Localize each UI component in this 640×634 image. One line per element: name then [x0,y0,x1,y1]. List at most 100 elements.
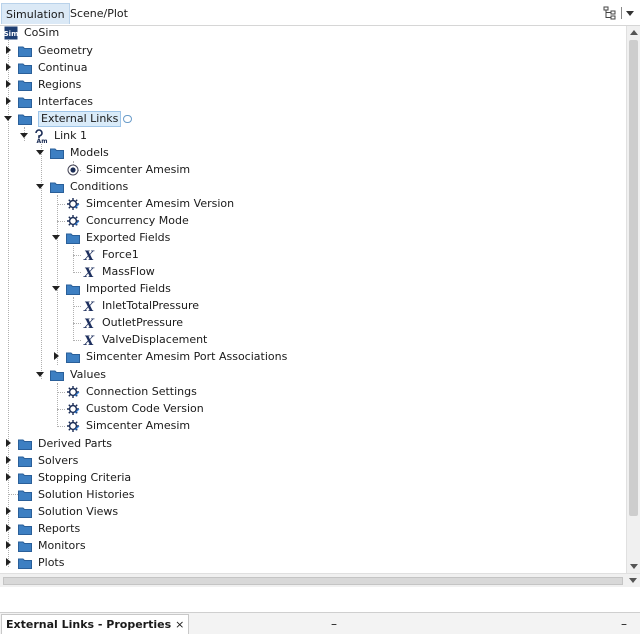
model-radio-icon [65,161,81,178]
collapse-toggle[interactable] [52,280,61,297]
expand-toggle[interactable] [4,469,13,486]
expand-toggle[interactable] [4,59,13,76]
scroll-up-arrow-icon[interactable] [630,30,638,35]
tree-guide-line [8,494,22,495]
tree-node-values[interactable]: Values [36,366,106,383]
tree-node-link-1[interactable]: Am Link 1 [20,127,87,144]
tree-node-label: Link 1 [54,129,88,142]
folder-icon [17,42,33,59]
tree-node-derived-parts[interactable]: Derived Parts [4,435,112,452]
tree-node-interfaces[interactable]: Interfaces [4,93,93,110]
tree-node-solution-views[interactable]: Solution Views [4,503,118,520]
chevron-down-icon[interactable] [626,10,634,16]
svg-text:Sim: Sim [4,30,18,38]
expand-toggle[interactable] [4,452,13,469]
close-icon[interactable]: × [175,618,185,631]
folder-icon [17,435,33,452]
tree-node-monitors[interactable]: Monitors [4,537,86,554]
folder-icon [17,503,33,520]
tree-node-conditions[interactable]: Conditions [36,178,128,195]
tree-node-label: Models [70,146,109,159]
svg-text:X: X [83,266,95,279]
tree-node-custom-code-version[interactable]: Custom Code Version [65,400,204,417]
scroll-down-arrow-icon[interactable] [629,578,637,583]
expand-toggle[interactable] [4,93,13,110]
tree-node-cosim[interactable]: Sim CoSim [3,26,59,41]
tree-node-plots[interactable]: Plots [4,554,64,571]
tab-simulation[interactable]: Simulation [1,3,70,24]
field-variable-icon: X [81,263,97,280]
scroll-down-arrow-icon[interactable] [630,564,638,569]
tree-node-concurrency-mode[interactable]: Concurrency Mode [65,212,189,229]
tree-node-amesim-version[interactable]: Simcenter Amesim Version [65,195,234,212]
tree-node-models[interactable]: Models [36,144,109,161]
tree-node-model-simcenter-amesim[interactable]: Simcenter Amesim [65,161,190,178]
tree-node-solvers[interactable]: Solvers [4,452,78,469]
tree-node-solution-histories[interactable]: Solution Histories [17,486,135,503]
tree-node-label: Solution Views [38,505,119,518]
tree-node-value-simcenter-amesim[interactable]: Simcenter Amesim [65,417,190,434]
expand-toggle[interactable] [52,348,61,365]
tree-node-exported-fields[interactable]: Exported Fields [52,229,170,246]
tree-node-regions[interactable]: Regions [4,76,81,93]
collapse-toggle[interactable] [4,110,13,127]
expand-toggle[interactable] [4,42,13,59]
horizontal-scrollbar[interactable] [0,573,640,587]
tree-guide-line [73,297,74,341]
tree-node-label: Simcenter Amesim Version [86,197,235,210]
tree-node-label: Simcenter Amesim [86,419,191,432]
value-gear-icon [65,400,81,417]
tree-guide-line [57,204,65,205]
tree-node-external-links[interactable]: External Links [4,110,133,127]
tab-scene-plot[interactable]: Scene/Plot [70,7,128,20]
tree-node-imported-fields[interactable]: Imported Fields [52,280,171,297]
expand-toggle[interactable] [4,554,13,571]
tree-node-reports[interactable]: Reports [4,520,80,537]
toolbar-separator [621,7,622,19]
svg-text:X: X [83,334,95,347]
simulation-tree: Sim CoSim Geometry Continua Regions Inte… [0,26,626,573]
horizontal-scroll-thumb[interactable] [3,577,623,585]
collapse-toggle[interactable] [52,229,61,246]
tree-node-label: Solvers [38,454,79,467]
tree-node-outlet-pressure[interactable]: X OutletPressure [81,314,183,331]
tree-guide-line [57,383,58,427]
tree-node-geometry[interactable]: Geometry [4,42,93,59]
tree-node-stopping-criteria[interactable]: Stopping Criteria [4,469,131,486]
vertical-scrollbar[interactable] [626,26,640,573]
collapse-toggle[interactable] [36,178,45,195]
collapse-toggle[interactable] [36,366,45,383]
field-variable-icon: X [81,314,97,331]
tree-node-label: ValveDisplacement [102,333,208,346]
folder-icon [17,93,33,110]
tree-node-valve-displacement[interactable]: X ValveDisplacement [81,331,207,348]
collapse-toggle[interactable] [20,127,29,144]
minimize-icon[interactable]: – [621,617,627,631]
tree-node-label: External Links [38,110,122,127]
expand-toggle[interactable] [4,520,13,537]
tree-node-massflow[interactable]: X MassFlow [81,263,155,280]
tree-node-connection-settings[interactable]: Connection Settings [65,383,197,400]
folder-icon [17,59,33,76]
tree-node-label: CoSim [24,26,60,39]
properties-panel-header: External Links - Properties× – – [0,612,640,634]
hierarchy-icon[interactable] [603,6,617,20]
expand-toggle[interactable] [4,503,13,520]
tree-guide-line [57,409,65,410]
expand-toggle[interactable] [4,76,13,93]
tree-node-inlet-total-pressure[interactable]: X InletTotalPressure [81,297,199,314]
minimize-icon[interactable]: – [331,617,337,631]
tree-node-port-associations[interactable]: Simcenter Amesim Port Associations [52,348,287,365]
tab-external-links-properties[interactable]: External Links - Properties× [1,614,190,634]
tree-node-force1[interactable]: X Force1 [81,246,139,263]
tree-guide-line [57,195,58,365]
tree-node-label: InletTotalPressure [102,299,200,312]
svg-text:X: X [83,249,95,262]
folder-icon [17,520,33,537]
tree-node-label: MassFlow [102,265,155,278]
expand-toggle[interactable] [4,435,13,452]
expand-toggle[interactable] [4,537,13,554]
vertical-scroll-thumb[interactable] [629,40,638,516]
collapse-toggle[interactable] [36,144,45,161]
tree-node-continua[interactable]: Continua [4,59,87,76]
